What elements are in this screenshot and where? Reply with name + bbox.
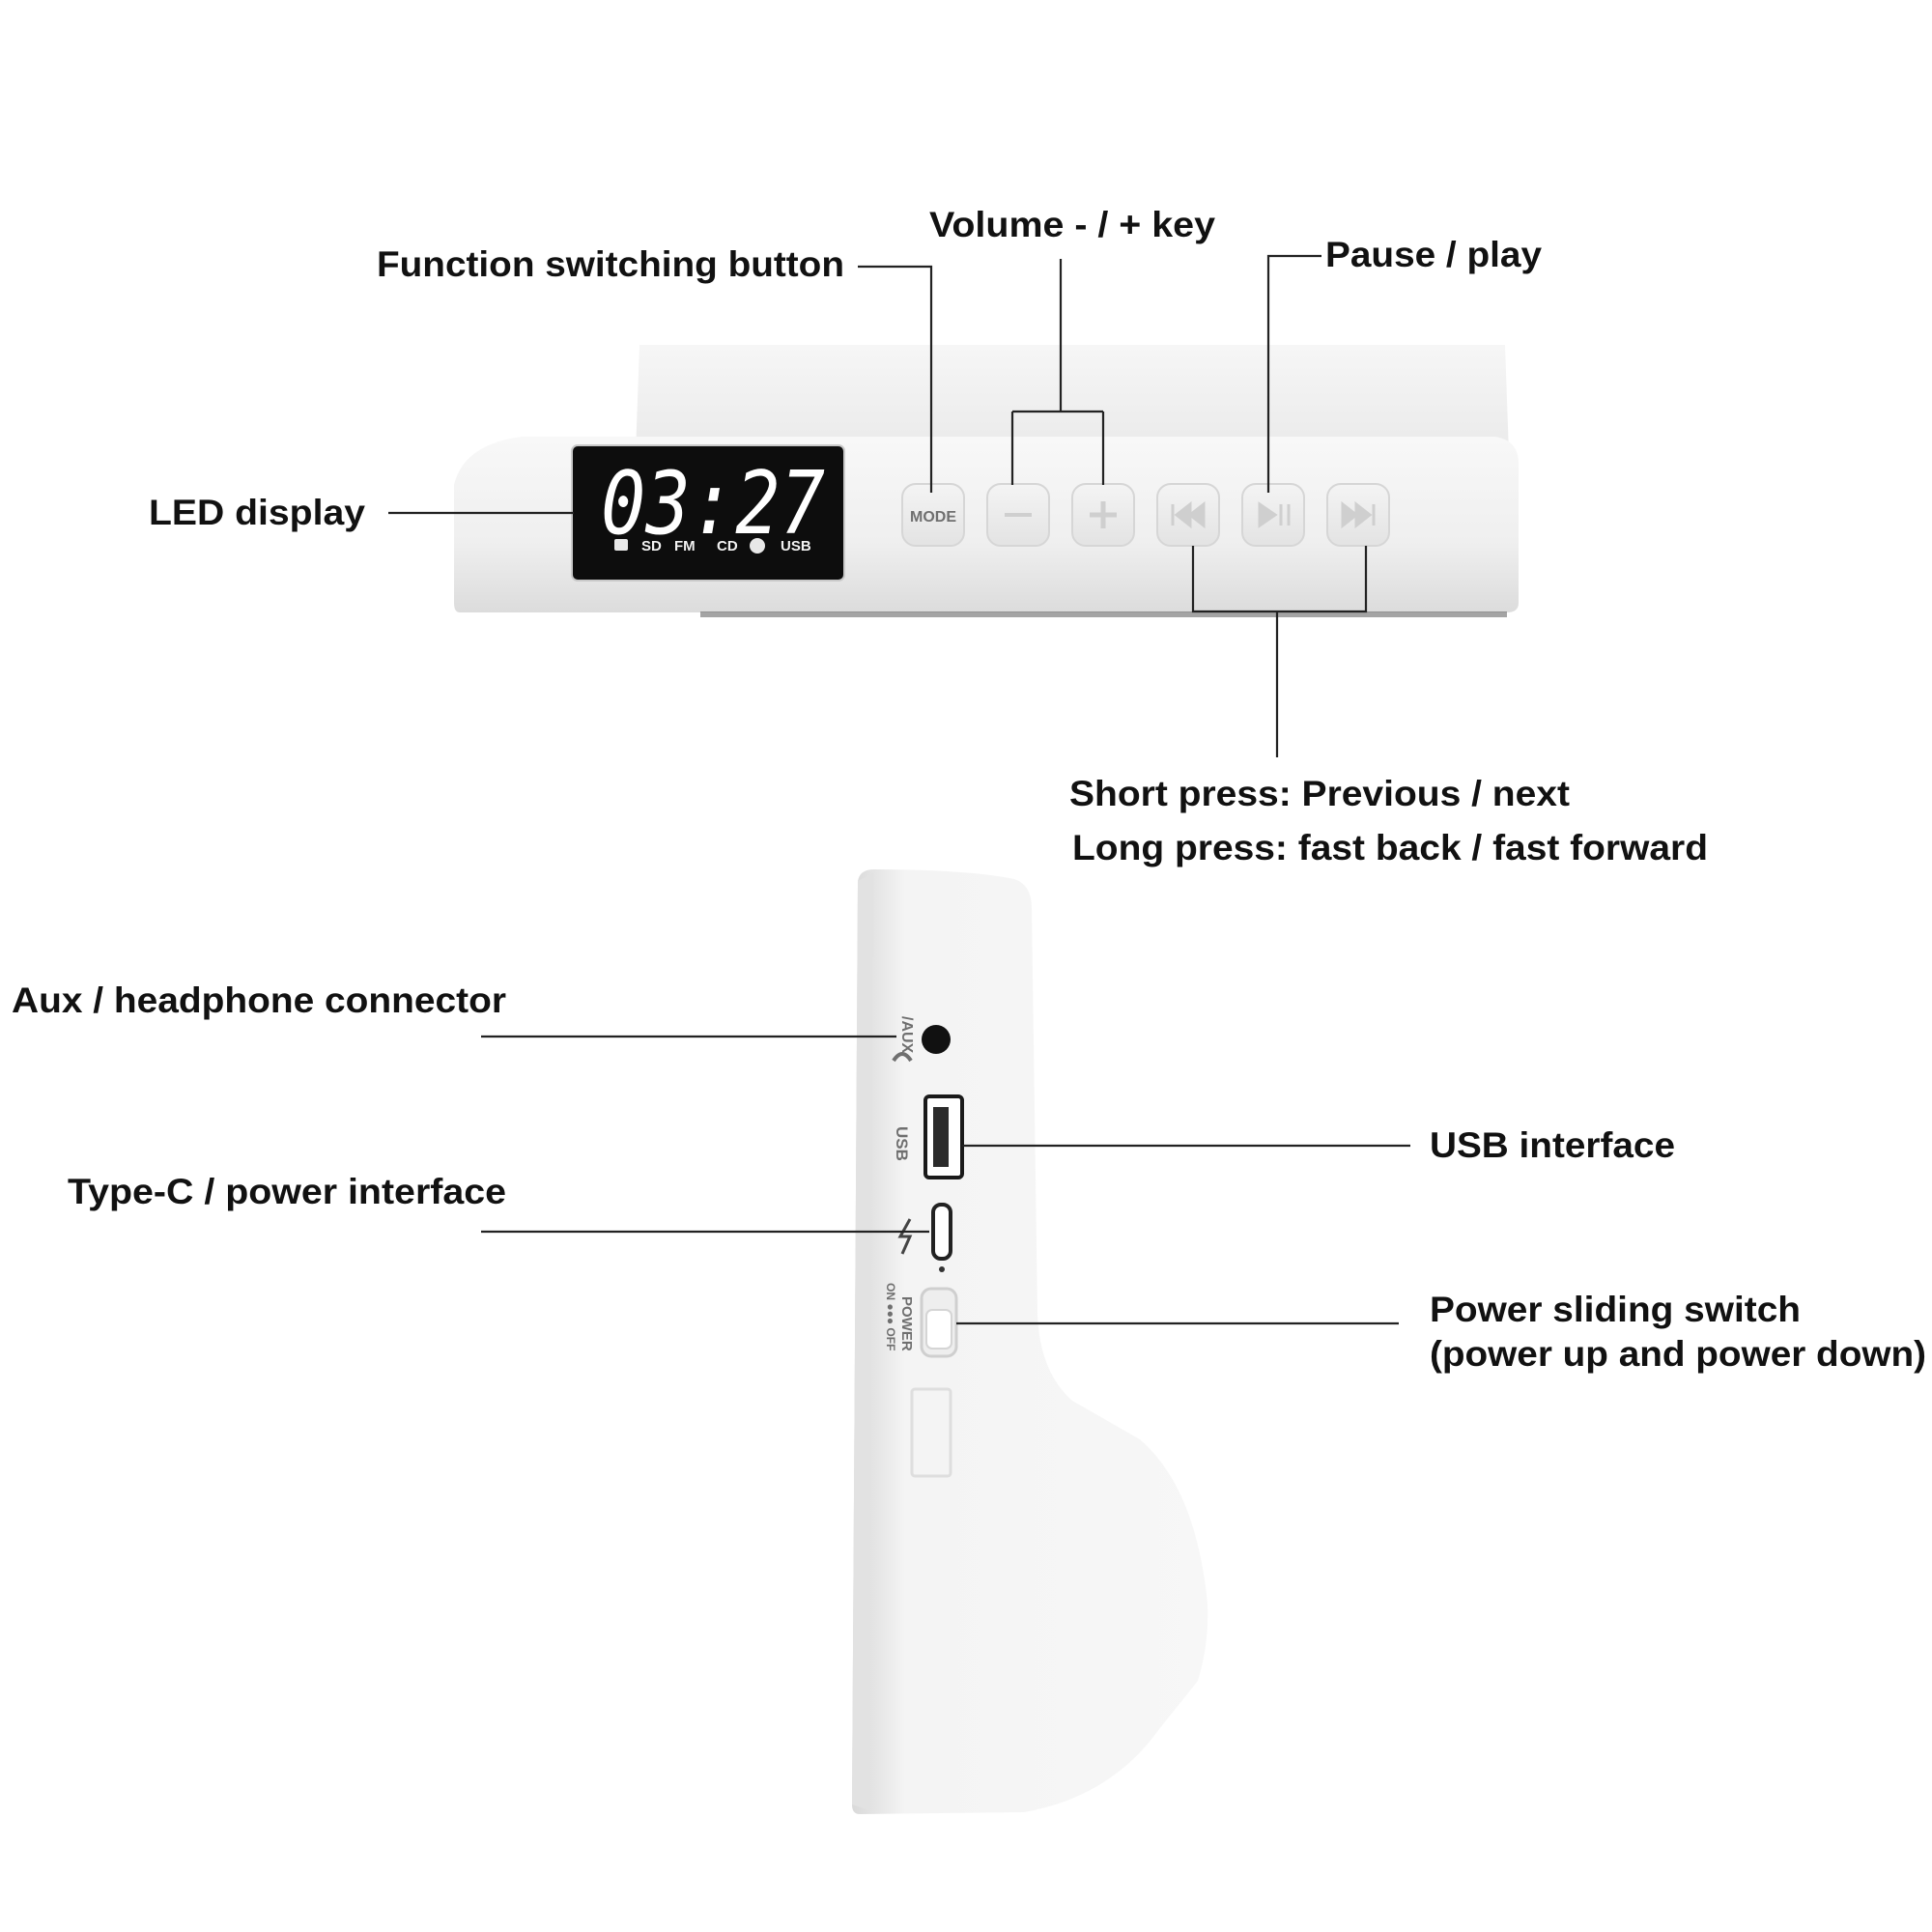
usb-port-inner bbox=[933, 1107, 949, 1167]
front-panel-view: 03:27 SD FM CD USB MODE bbox=[454, 345, 1519, 617]
typec-led bbox=[939, 1266, 945, 1272]
play-pause-icon bbox=[1258, 501, 1291, 528]
side-callouts: Aux / headphone connector USB interface … bbox=[12, 980, 1926, 1374]
aux-label: /AUX bbox=[898, 1016, 915, 1054]
top-leader-lines bbox=[388, 254, 1368, 757]
mode-button[interactable]: MODE bbox=[901, 483, 965, 547]
volume-down-button[interactable] bbox=[986, 483, 1050, 547]
bluetooth-indicator-icon bbox=[750, 538, 765, 554]
side-leader-lines bbox=[481, 1035, 1410, 1325]
callout-power-switch-line2: (power up and power down) bbox=[1430, 1334, 1926, 1374]
headphone-icon bbox=[892, 1052, 913, 1063]
mode-button-label: MODE bbox=[910, 509, 956, 526]
led-indicator-fm: FM bbox=[674, 538, 696, 554]
usb-label: USB bbox=[893, 1126, 911, 1161]
callout-short-press: Short press: Previous / next bbox=[1069, 774, 1570, 813]
device-side-edge bbox=[852, 873, 873, 1810]
typec-port bbox=[931, 1203, 952, 1261]
callout-volume: Volume - / + key bbox=[929, 205, 1215, 244]
on-off-label: ON ●●● OFF bbox=[884, 1283, 897, 1350]
leader-function-switching bbox=[858, 265, 933, 493]
callout-power-switch-line1: Power sliding switch bbox=[1430, 1290, 1801, 1329]
power-switch-slider bbox=[925, 1309, 952, 1350]
device-rear-block bbox=[636, 345, 1509, 454]
lightning-icon bbox=[897, 1218, 913, 1255]
callout-long-press: Long press: fast back / fast forward bbox=[1072, 828, 1708, 867]
side-panel-view: /AUX USB POWER ON ●●● OFF bbox=[852, 869, 1208, 1814]
callout-function-switching: Function switching button bbox=[377, 244, 844, 284]
callout-led-display: LED display bbox=[149, 493, 365, 532]
next-icon bbox=[1341, 500, 1376, 529]
power-label: POWER bbox=[898, 1296, 915, 1351]
next-button[interactable] bbox=[1326, 483, 1390, 547]
battery-cover bbox=[910, 1387, 952, 1478]
power-switch[interactable] bbox=[920, 1287, 958, 1358]
led-indicator-sd: SD bbox=[641, 538, 662, 554]
previous-button[interactable] bbox=[1156, 483, 1220, 547]
top-callouts: Function switching button Volume - / + k… bbox=[149, 205, 1708, 867]
play-pause-button[interactable] bbox=[1241, 483, 1305, 547]
device-bottom-shadow bbox=[700, 611, 1507, 617]
callout-aux: Aux / headphone connector bbox=[12, 980, 506, 1020]
leader-volume bbox=[1010, 259, 1105, 485]
plus-icon bbox=[1090, 501, 1117, 528]
led-indicator-usb: USB bbox=[781, 538, 811, 554]
volume-up-button[interactable] bbox=[1071, 483, 1135, 547]
minus-icon bbox=[1005, 513, 1032, 517]
led-time: 03:27 bbox=[601, 453, 825, 554]
previous-icon bbox=[1171, 500, 1206, 529]
alarm-indicator-icon bbox=[614, 539, 628, 551]
led-indicators: SD FM CD USB bbox=[614, 538, 811, 554]
leader-pause-play bbox=[1266, 254, 1321, 493]
led-indicator-cd: CD bbox=[717, 538, 738, 554]
leader-prev-next bbox=[1191, 546, 1368, 757]
callout-pause-play: Pause / play bbox=[1325, 235, 1542, 274]
aux-jack bbox=[922, 1025, 951, 1054]
callout-usb: USB interface bbox=[1430, 1125, 1675, 1165]
callout-typec: Type-C / power interface bbox=[68, 1172, 506, 1211]
